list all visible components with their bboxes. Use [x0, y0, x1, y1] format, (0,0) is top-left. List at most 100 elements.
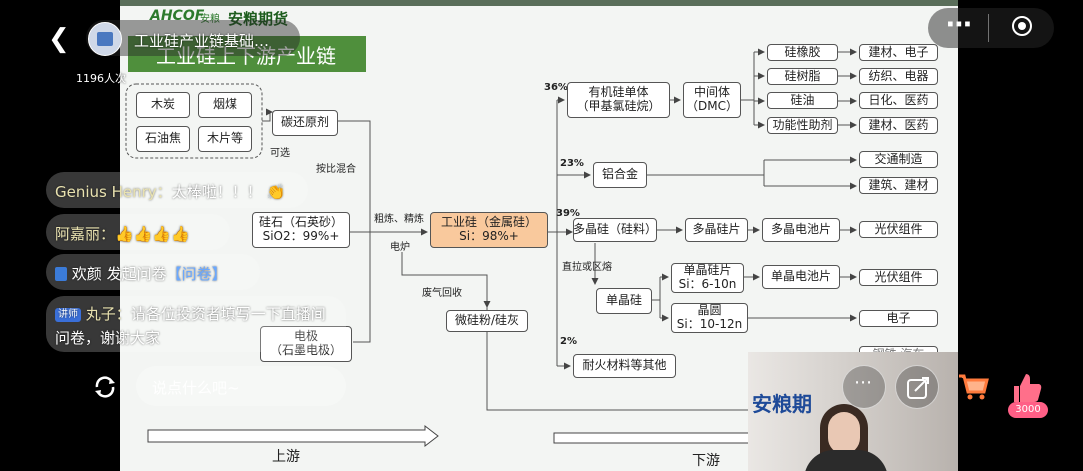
chat-bubble [46, 214, 230, 250]
share-button[interactable] [895, 365, 939, 409]
carbon-reductant-box: 碳还原剂 [272, 110, 338, 136]
product-silicone-rubber: 硅橡胶 [767, 44, 838, 61]
pct-polysilicon: 39% [556, 208, 580, 219]
poly-wafer-box: 多晶硅片 [685, 218, 748, 242]
slide-title: 工业硅上下游产业链 [156, 44, 336, 68]
chat-user: Genius Henry： [55, 183, 172, 201]
poly-cell-box: 多晶电池片 [762, 218, 840, 242]
use-electronics: 电子 [859, 310, 938, 327]
industrial-silicon-purity: Si：98%+ [459, 229, 519, 243]
use-building-electronics: 建材、电子 [859, 44, 938, 61]
pull-method-label: 直拉或区熔 [562, 262, 612, 273]
product-silicone-resin: 硅树脂 [767, 68, 838, 85]
product-functional-additive: 功能性助剂 [767, 117, 838, 134]
flow-connectors [125, 48, 860, 411]
chat-bubble [46, 254, 260, 290]
lecturer-badge: 讲师 [55, 308, 81, 322]
product-silicone-oil: 硅油 [767, 92, 838, 109]
company-name: 安粮期货 [228, 10, 289, 28]
presentation-slide: AHCOF 安粮 安粮期货 工业硅上下游产业链 [120, 0, 958, 471]
shop-cart-icon[interactable] [955, 368, 991, 404]
microsilica-box: 微硅粉/硅灰 [446, 310, 528, 332]
quartz-box: 硅石（石英砂） SiO2：99%+ [252, 212, 350, 248]
chat-user: 丸子： [85, 305, 131, 323]
use-textile-appliance: 纺织、电器 [859, 68, 938, 85]
silicon-wafer-name: 晶圆 [697, 303, 722, 318]
use-chemical-medical: 日化、医药 [859, 92, 938, 109]
comment-input[interactable] [136, 366, 346, 406]
survey-link[interactable]: 【问卷】 [166, 265, 227, 283]
raw-material-petroleum-coke: 石油焦 [136, 126, 190, 152]
industrial-silicon-name: 工业硅（金属硅） [440, 215, 537, 230]
presenter-body [804, 450, 888, 471]
raw-material-woodchips: 木片等 [198, 126, 252, 152]
share-icon [907, 377, 929, 399]
monosilicon-box: 单晶硅 [596, 288, 652, 314]
silicon-wafer-box: 晶圆 Si：10-12n [671, 303, 748, 333]
like-button[interactable] [1010, 370, 1046, 406]
quartz-purity: SiO2：99%+ [262, 229, 340, 243]
close-miniprogram-icon[interactable] [1012, 16, 1032, 36]
survey-icon [55, 267, 67, 281]
pct-aluminum-alloy: 23% [560, 158, 584, 169]
clap-icon: 👏 [261, 183, 286, 201]
more-actions-button[interactable]: ⋯ [842, 365, 886, 409]
capsule-divider [988, 14, 989, 42]
video-wall-sign: 安粮期 [752, 392, 812, 416]
refresh-icon[interactable] [88, 370, 122, 404]
electrode-name: 电极 [293, 329, 318, 344]
furnace-label: 电炉 [390, 242, 410, 253]
raw-material-coal: 烟煤 [198, 92, 252, 118]
intermediate-name: 中间体 [693, 85, 730, 100]
stream-arrows [147, 424, 761, 448]
slide-top-strip [120, 0, 958, 6]
chat-message-2: 阿嘉丽：👍👍👍👍 [55, 223, 190, 244]
mix-label: 按比混合 [316, 164, 356, 175]
optional-label: 可选 [270, 148, 290, 159]
downstream-label: 下游 [692, 453, 720, 469]
refine-label: 粗炼、精炼 [374, 214, 424, 225]
room-title[interactable]: 工业硅产业链基础… [134, 32, 270, 50]
organic-silicon-sub: （甲基氯硅烷） [576, 99, 661, 113]
upstream-label: 上游 [272, 449, 300, 465]
chat-message-3: 欢颜 发起问卷【问卷】 [55, 263, 227, 284]
host-avatar[interactable] [88, 22, 122, 56]
pv-module-mono: 光伏组件 [859, 269, 938, 286]
close-miniprogram-dot [1018, 22, 1026, 30]
chat-text: 请各位投资者填写一下直播间问卷，谢谢大家 [55, 305, 326, 347]
company-logo-sub: 安粮 [200, 14, 220, 25]
mono-wafer-box: 单晶硅片 Si：6-10n [671, 263, 744, 293]
pv-module-poly: 光伏组件 [859, 221, 938, 238]
quartz-name: 硅石（石英砂） [258, 215, 343, 230]
chat-bubble [46, 296, 346, 352]
raw-material-charcoal: 木炭 [136, 92, 190, 118]
company-logo: AHCOF [150, 8, 205, 24]
refresh-icon-svg [95, 376, 115, 398]
use-building-medical: 建材、医药 [859, 117, 938, 134]
top-right-capsule [928, 8, 1054, 48]
like-count: 3000 [1008, 402, 1048, 418]
silicon-wafer-spec: Si：10-12n [676, 317, 743, 331]
mono-cell-box: 单晶电池片 [762, 265, 840, 289]
chat-action: 发起问卷 [106, 265, 167, 283]
electrode-box: 电极 （石墨电极） [260, 326, 352, 362]
host-avatar-icon [97, 32, 113, 46]
chat-user: 欢颜 [71, 265, 102, 283]
refractory-box: 耐火材料等其他 [573, 354, 676, 378]
chat-user: 阿嘉丽： [55, 225, 116, 243]
more-icon[interactable]: ⋯ [946, 10, 972, 40]
back-arrow-icon[interactable]: ❮ [48, 24, 70, 54]
viewer-count: 1196人次 [76, 72, 126, 85]
comment-input-placeholder: 说点什么吧~ [152, 379, 240, 397]
polysilicon-box: 多晶硅（硅料） [573, 218, 657, 242]
pct-organic-silicon: 36% [544, 82, 568, 93]
organic-silicon-name: 有机硅单体 [588, 85, 649, 100]
intermediate-sub: （DMC） [686, 99, 738, 113]
thumbs-up-icons: 👍👍👍👍 [115, 225, 190, 243]
use-construction: 建筑、建材 [859, 177, 938, 194]
mono-wafer-spec: Si：6-10n [678, 277, 737, 291]
presenter-face [828, 412, 860, 454]
electrode-type: （石墨电极） [269, 343, 342, 357]
more-dots-icon: ⋯ [854, 372, 872, 393]
pct-refractory: 2% [560, 336, 577, 347]
